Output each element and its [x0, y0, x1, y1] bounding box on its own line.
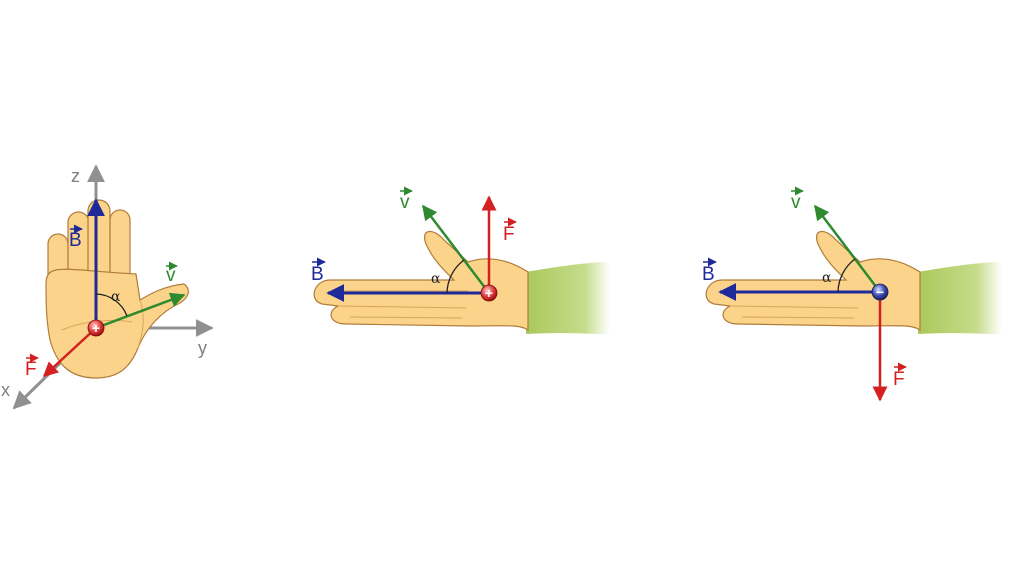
- flat-hand: [313, 230, 529, 332]
- panel-3-flat-hand-negative: − B v F α: [702, 186, 1002, 402]
- plus-circle-icon: +: [480, 284, 498, 302]
- f-label: F: [893, 369, 905, 390]
- minus-circle-icon: −: [871, 283, 889, 301]
- alpha-arc: [95, 293, 128, 317]
- upright-hand: [45, 199, 189, 379]
- v-label: v: [791, 192, 801, 213]
- alpha-arc: [446, 259, 465, 294]
- panel-1-upright-hand: + z y x B v F α: [1, 164, 214, 410]
- axis-x-label: x: [1, 380, 10, 400]
- charge-symbol: −: [876, 284, 884, 300]
- f-vector: [42, 327, 97, 378]
- v-vector: [95, 292, 186, 330]
- alpha-label: α: [111, 289, 121, 305]
- panel-2-flat-hand-positive: + B v F α: [311, 186, 610, 334]
- charge-symbol: +: [92, 320, 100, 336]
- b-label: B: [69, 230, 82, 251]
- sleeve: [918, 262, 1002, 334]
- axis-y-label: y: [198, 338, 207, 358]
- charge-symbol: +: [485, 285, 493, 301]
- v-label: v: [166, 265, 176, 286]
- v-vector: [422, 204, 490, 294]
- alpha-arc: [837, 258, 856, 293]
- v-label: v: [400, 192, 410, 213]
- sleeve: [526, 262, 610, 334]
- plus-circle-icon: +: [87, 319, 105, 337]
- alpha-label: α: [431, 271, 441, 287]
- f-label: F: [503, 224, 515, 245]
- axis-z-label: z: [71, 166, 80, 186]
- flat-hand: [705, 230, 921, 332]
- f-label: F: [25, 359, 37, 380]
- b-label: B: [311, 264, 324, 285]
- b-label: B: [702, 264, 715, 285]
- alpha-label: α: [822, 270, 832, 286]
- v-vector: [814, 204, 881, 293]
